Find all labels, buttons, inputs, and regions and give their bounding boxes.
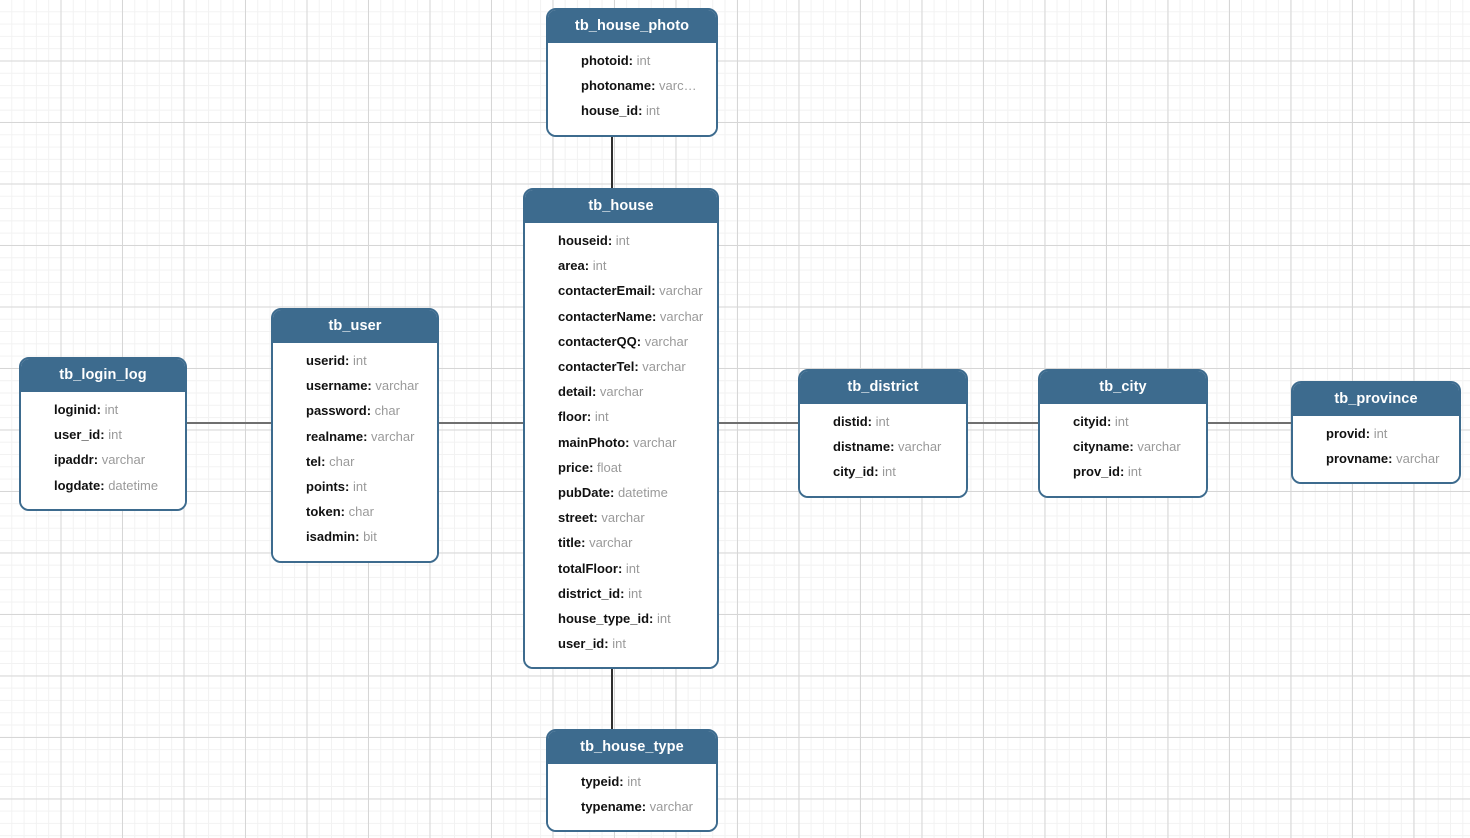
entity-fields-tb_house_type: typeid: int typename: varchar xyxy=(548,764,716,831)
relationship-line-district-to-city[interactable] xyxy=(967,422,1039,424)
field-row: house_id: int xyxy=(581,103,660,119)
field-row: typename: varchar xyxy=(581,799,694,815)
field-row: contacterTel: varchar xyxy=(558,359,686,375)
field-row: city_id: int xyxy=(833,464,896,480)
entity-title-tb_district: tb_district xyxy=(800,371,966,404)
field-row: district_id: int xyxy=(558,585,642,601)
relationship-line-house-photo-to-house[interactable] xyxy=(611,130,613,188)
relationship-line-house-to-district[interactable] xyxy=(718,422,802,424)
field-row: tel: char xyxy=(306,453,355,469)
field-row: contacterQQ: varchar xyxy=(558,333,689,349)
entity-title-tb_user: tb_user xyxy=(273,310,437,343)
field-row: distname: varchar xyxy=(833,439,942,455)
entity-fields-tb_district: distid: int distname: varchar city_id: i… xyxy=(800,404,966,496)
field-row: houseid: int xyxy=(558,233,630,248)
entity-fields-tb_house: houseid: int area: int contacterEmail: v… xyxy=(525,223,717,668)
field-row: typeid: int xyxy=(581,774,641,789)
relationship-line-house-to-house-type[interactable] xyxy=(611,665,613,729)
field-row: mainPhoto: varchar xyxy=(558,434,677,450)
field-row: contacterName: varchar xyxy=(558,308,704,324)
field-row: totalFloor: int xyxy=(558,560,640,576)
field-row: logdate: datetime xyxy=(54,477,159,493)
field-row: realname: varchar xyxy=(306,428,415,444)
field-row: loginid: int xyxy=(54,402,119,417)
field-row: token: char xyxy=(306,504,374,520)
entity-table-tb_house_type[interactable]: tb_house_type typeid: int typename: varc… xyxy=(546,729,718,833)
entity-fields-tb_house_photo: photoid: int photoname: varc… house_id: … xyxy=(548,43,716,135)
field-row: cityid: int xyxy=(1073,414,1129,429)
field-row: street: varchar xyxy=(558,510,645,526)
entity-fields-tb_province: provid: int provname: varchar xyxy=(1293,416,1459,483)
entity-fields-tb_city: cityid: int cityname: varchar prov_id: i… xyxy=(1040,404,1206,496)
field-row: user_id: int xyxy=(558,636,626,652)
field-row: provname: varchar xyxy=(1326,451,1440,467)
entity-table-tb_city[interactable]: tb_city cityid: int cityname: varchar pr… xyxy=(1038,369,1208,498)
field-row: title: varchar xyxy=(558,535,633,551)
relationship-line-city-to-province[interactable] xyxy=(1208,422,1292,424)
entity-fields-tb_user: userid: int username: varchar password: … xyxy=(273,343,437,561)
field-row: user_id: int xyxy=(54,427,122,443)
entity-table-tb_house[interactable]: tb_house houseid: int area: int contacte… xyxy=(523,188,719,670)
entity-table-tb_district[interactable]: tb_district distid: int distname: varcha… xyxy=(798,369,968,498)
field-row: ipaddr: varchar xyxy=(54,452,146,468)
entity-title-tb_province: tb_province xyxy=(1293,383,1459,416)
field-row: photoname: varc… xyxy=(581,78,697,94)
field-row: password: char xyxy=(306,403,400,419)
entity-title-tb_house_type: tb_house_type xyxy=(548,731,716,764)
field-row: provid: int xyxy=(1326,426,1388,441)
field-row: detail: varchar xyxy=(558,384,644,400)
field-row: points: int xyxy=(306,479,367,495)
field-row: pubDate: datetime xyxy=(558,485,668,501)
entity-title-tb_city: tb_city xyxy=(1040,371,1206,404)
entity-fields-tb_login_log: loginid: int user_id: int ipaddr: varcha… xyxy=(21,392,185,509)
entity-table-tb_login_log[interactable]: tb_login_log loginid: int user_id: int i… xyxy=(19,357,187,511)
field-row: floor: int xyxy=(558,409,609,425)
relationship-line-user-to-house[interactable] xyxy=(438,422,525,424)
field-row: area: int xyxy=(558,258,607,274)
field-row: prov_id: int xyxy=(1073,464,1142,480)
field-row: price: float xyxy=(558,459,622,475)
field-row: house_type_id: int xyxy=(558,611,671,627)
entity-table-tb_user[interactable]: tb_user userid: int username: varchar pa… xyxy=(271,308,439,563)
entity-title-tb_login_log: tb_login_log xyxy=(21,359,185,392)
entity-table-tb_house_photo[interactable]: tb_house_photo photoid: int photoname: v… xyxy=(546,8,718,137)
field-row: username: varchar xyxy=(306,378,419,394)
entity-title-tb_house_photo: tb_house_photo xyxy=(548,10,716,43)
field-row: cityname: varchar xyxy=(1073,439,1181,455)
relationship-line-login-log-to-user[interactable] xyxy=(186,422,276,424)
field-row: distid: int xyxy=(833,414,890,429)
field-row: photoid: int xyxy=(581,53,651,68)
field-row: contacterEmail: varchar xyxy=(558,283,703,299)
entity-title-tb_house: tb_house xyxy=(525,190,717,223)
field-row: isadmin: bit xyxy=(306,529,377,545)
field-row: userid: int xyxy=(306,353,367,368)
entity-table-tb_province[interactable]: tb_province provid: int provname: varcha… xyxy=(1291,381,1461,485)
